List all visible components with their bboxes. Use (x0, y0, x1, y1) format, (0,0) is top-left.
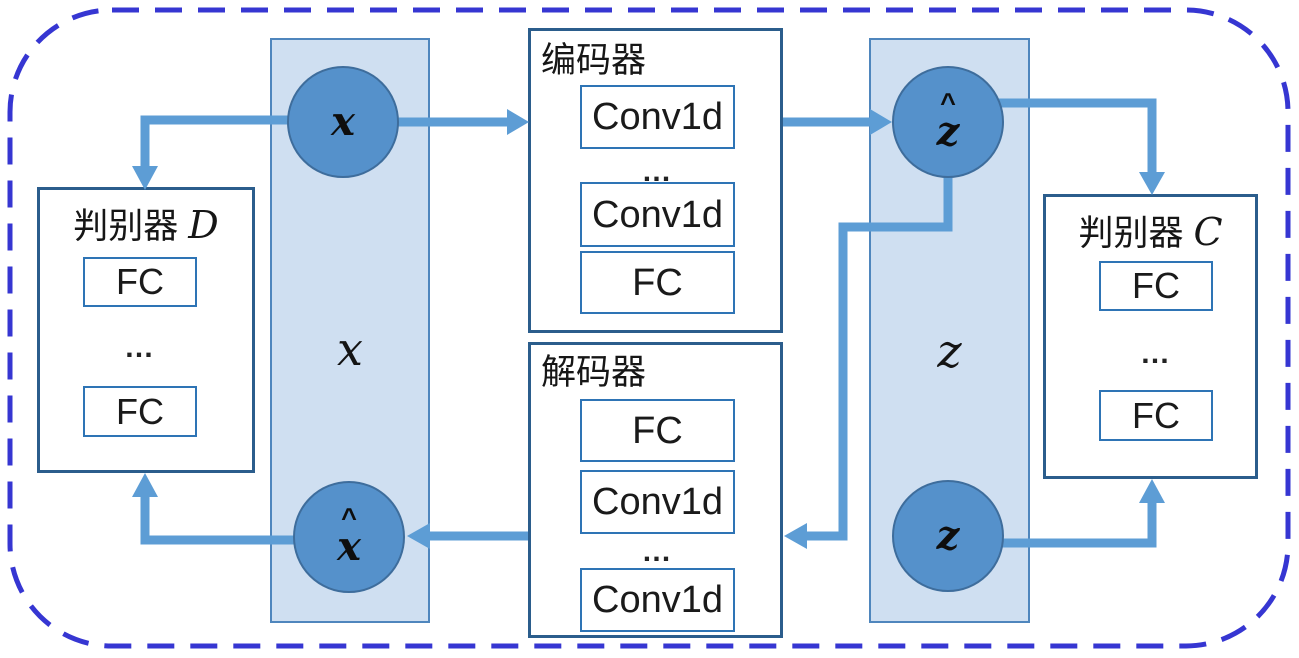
x-node: x (287, 66, 399, 178)
decoder-title: 解码器 (541, 353, 647, 392)
z-hat-accent: ^ (940, 87, 956, 118)
dashed-frame (7, 7, 1291, 649)
decoder-layer-fc: FC (580, 399, 735, 462)
discriminator-c-title-text: 判别器 (1078, 214, 1184, 253)
discriminator-d-ellipsis: … (124, 331, 156, 364)
arrowhead-into-encoder (507, 109, 529, 135)
x-space-label: x (337, 322, 363, 376)
discriminator-c-layer-fc-1: FC (1099, 261, 1213, 311)
discriminator-c-ellipsis: … (1140, 337, 1172, 370)
arrow-x-to-discriminator-d (140, 115, 343, 167)
decoder-layer-conv1d-1: Conv1d (580, 470, 735, 534)
arrow-z-hat-to-discriminator-c (948, 98, 1157, 173)
decoder-ellipsis: … (641, 535, 674, 568)
z-space-label: z (937, 324, 962, 378)
encoder-ellipsis: … (641, 155, 674, 188)
discriminator-d-layer-fc-2: FC (83, 386, 197, 437)
x-node-letter: x (331, 98, 355, 145)
discriminator-c-layer-fc-2: FC (1099, 390, 1213, 441)
arrow-z-hat-to-decoder (806, 122, 953, 541)
discriminator-c-script-letter: C (1193, 210, 1223, 254)
decoder-layer-conv1d-2: Conv1d (580, 568, 735, 632)
discriminator-d-script-letter: D (188, 203, 219, 247)
x-hat-letter: x (337, 522, 361, 570)
arrowhead-into-x-hat (407, 523, 430, 549)
arrow-z-to-discriminator-c (948, 502, 1157, 548)
encoder-layer-fc: FC (580, 251, 735, 314)
discriminator-d-title-text: 判别器 (73, 207, 179, 246)
arrowhead-into-c-top (1139, 172, 1165, 195)
x-hat-accent: ^ (341, 502, 357, 533)
arrowhead-into-decoder (784, 523, 807, 549)
discriminator-d-layer-fc-1: FC (83, 257, 197, 307)
encoder-layer-conv1d-2: Conv1d (580, 182, 735, 247)
z-hat-letter: z (936, 107, 960, 155)
arrow-x-hat-to-discriminator-d (140, 496, 349, 545)
arrowhead-into-c-bottom (1139, 479, 1165, 503)
arrowhead-into-d-bottom (132, 473, 158, 497)
encoder-layer-conv1d-1: Conv1d (580, 85, 735, 149)
arrowhead-into-d-top (132, 166, 158, 190)
x-hat-node: ^ x (293, 481, 405, 593)
z-hat-node: ^ z (892, 66, 1004, 178)
arrowhead-into-z-hat (870, 109, 892, 135)
z-node-letter: z (936, 512, 960, 559)
z-node: z (892, 480, 1004, 592)
encoder-title: 编码器 (541, 41, 647, 80)
